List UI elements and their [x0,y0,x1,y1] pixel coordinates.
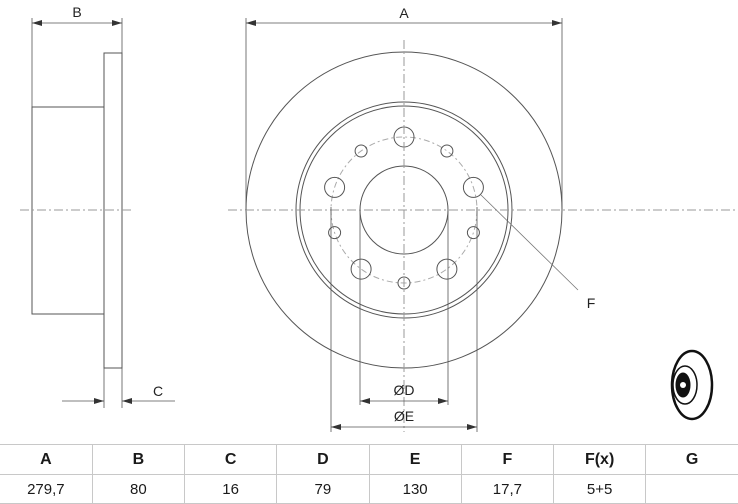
table-row: 279,7 80 16 79 130 17,7 5+5 [0,474,738,504]
table-header-row: A B C D E F F(x) G [0,444,738,475]
value-a: 279,7 [0,474,93,504]
label-e: ØE [394,408,414,424]
header-c: C [183,444,278,475]
brake-disc-technical-drawing: B C A ØD ØE F [20,4,738,432]
value-b: 80 [91,474,186,504]
label-d: ØD [394,382,415,398]
side-view [20,18,175,408]
header-a: A [0,444,93,475]
value-f: 17,7 [460,474,555,504]
brake-disc-3d-icon [670,349,714,421]
header-e: E [368,444,462,475]
label-f: F [587,295,596,311]
label-a: A [399,5,409,21]
value-d: 79 [276,474,370,504]
specification-table: A B C D E F F(x) G 279,7 80 16 79 130 17… [0,444,738,504]
header-g: G [645,444,738,475]
value-g [645,474,738,504]
header-fx: F(x) [552,444,647,475]
header-f: F [460,444,555,475]
label-c: C [153,383,163,399]
value-fx: 5+5 [552,474,647,504]
value-e: 130 [368,474,462,504]
value-c: 16 [183,474,278,504]
front-view [228,18,738,432]
header-b: B [91,444,186,475]
header-d: D [276,444,370,475]
label-b: B [72,4,81,20]
